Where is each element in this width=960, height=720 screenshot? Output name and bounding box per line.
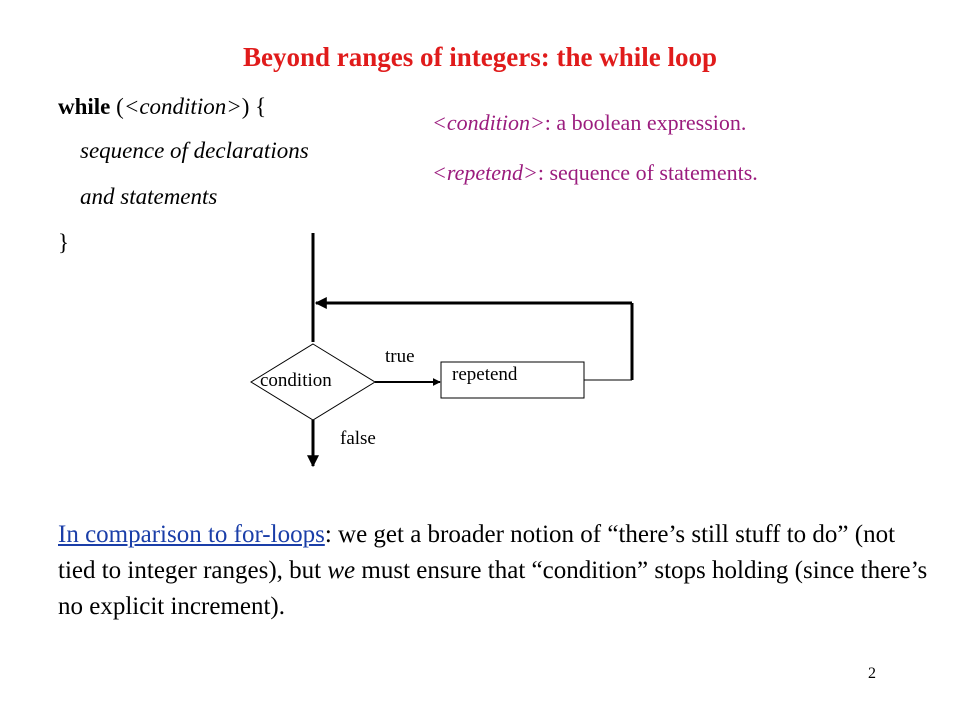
close-paren-brace: ) { (241, 94, 267, 119)
definition-term: <repetend> (432, 160, 538, 185)
open-paren: ( (110, 94, 124, 119)
code-closing-brace: } (58, 230, 70, 255)
page-number: 2 (868, 665, 876, 682)
decision-label: condition (260, 370, 332, 391)
code-while-line: while (<condition>) { (58, 94, 266, 120)
slide-title: Beyond ranges of integers: the while loo… (243, 42, 717, 72)
code-body-line-2: and statements (80, 184, 218, 209)
while-keyword: while (58, 94, 111, 119)
false-label: false (340, 428, 376, 449)
code-body-line-1: sequence of declarations (80, 138, 309, 163)
paragraph-emphasis: we (327, 557, 356, 584)
definition-desc: : sequence of statements. (537, 160, 758, 185)
definition-repetend: <repetend>: sequence of statements. (432, 160, 758, 186)
condition-placeholder: <condition> (123, 94, 242, 119)
definition-condition: <condition>: a boolean expression. (432, 110, 746, 136)
paragraph-part-2: must ensure that “condition” stops holdi… (58, 557, 928, 620)
process-label: repetend (452, 364, 518, 385)
paragraph-part-1: : we get a broader notion of “there’s st… (58, 521, 896, 584)
definition-term: <condition> (432, 110, 545, 135)
comparison-paragraph: In comparison to for-loops: we get a bro… (58, 517, 928, 625)
definition-desc: : a boolean expression. (544, 110, 747, 135)
comparison-heading: In comparison to for-loops (58, 521, 325, 548)
true-label: true (385, 346, 415, 367)
